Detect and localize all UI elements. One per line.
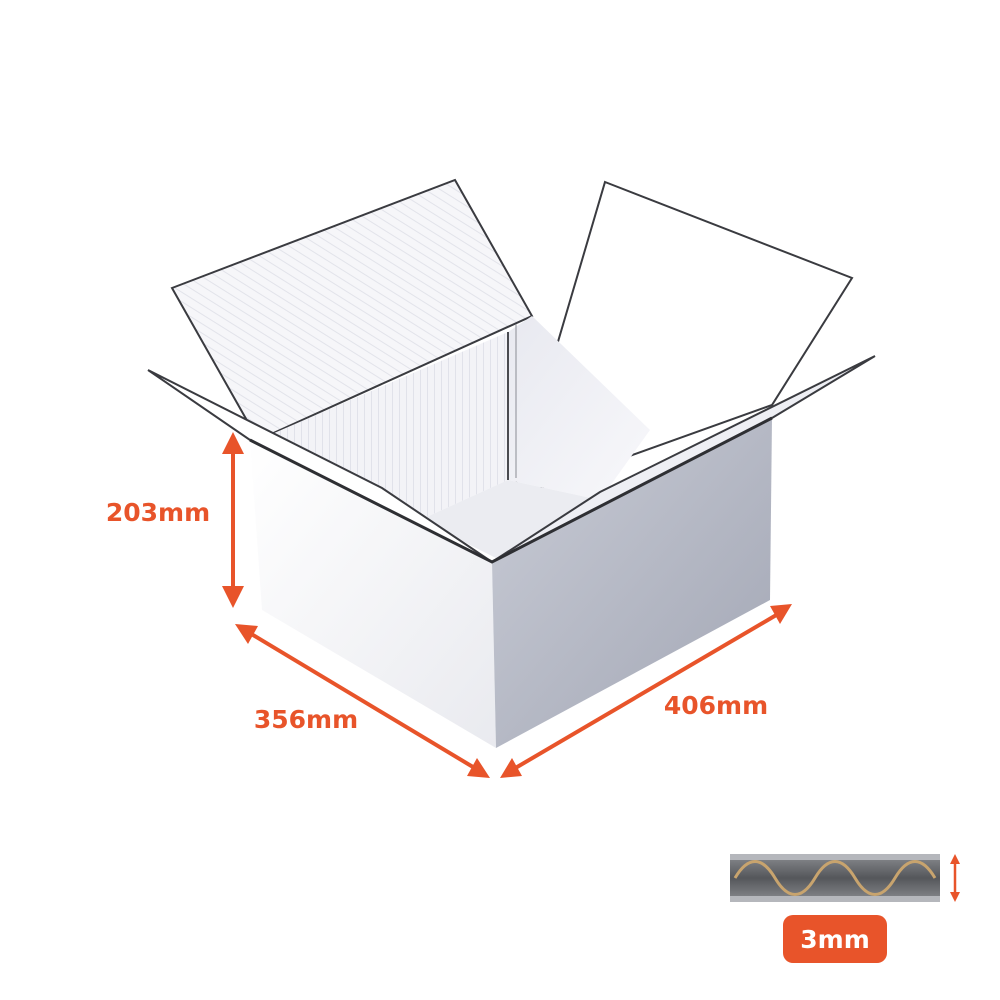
box-right-face [492, 418, 772, 748]
thickness-label: 3mm [800, 925, 870, 954]
board-cross-section [730, 854, 940, 902]
length-label: 406mm [664, 691, 768, 720]
height-label: 203mm [106, 498, 210, 527]
thickness-arrow-icon [950, 854, 960, 902]
box-rim [249, 416, 773, 564]
length-arrow [500, 604, 792, 778]
box-left-face [250, 440, 496, 748]
interior-floor [420, 480, 600, 560]
height-arrow [222, 432, 244, 608]
interior-right-wall [508, 316, 650, 500]
flute-wave [733, 860, 937, 896]
width-label: 356mm [254, 705, 358, 734]
thickness-badge [783, 915, 887, 963]
width-arrow [235, 624, 490, 778]
interior-back-wall [258, 332, 508, 520]
